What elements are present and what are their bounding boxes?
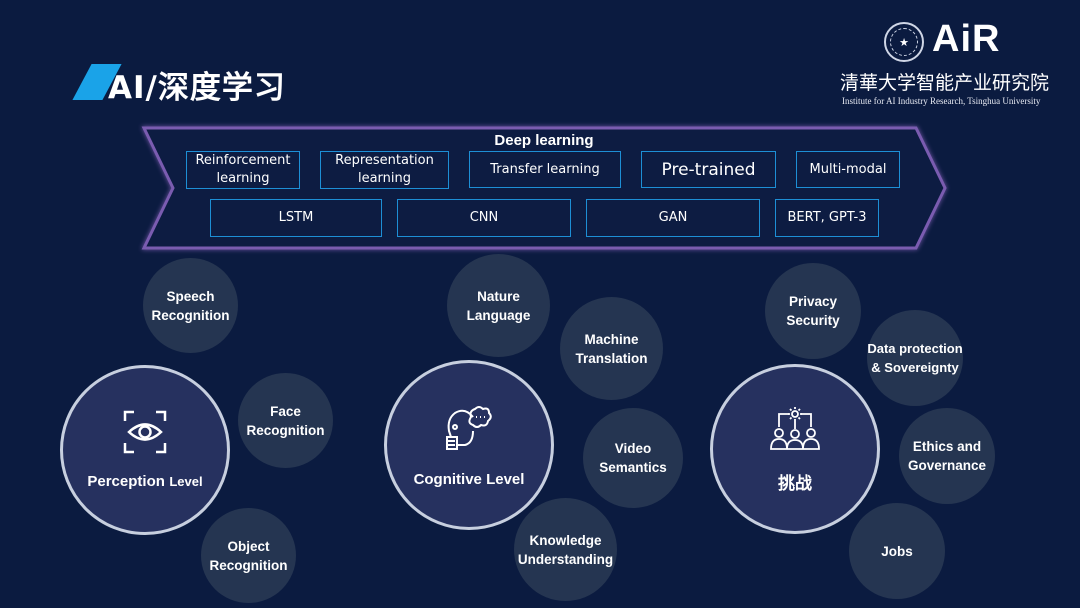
banner-chevron-outline [141,126,947,250]
technique-transfer-learning: Transfer learning [469,151,621,188]
satellite-privacy-security: Privacy Security [765,263,861,359]
challenge-circle: 挑战 [710,364,880,534]
institute-name-en: Institute for AI Industry Research, Tsin… [842,96,1041,106]
satellite-jobs: Jobs [849,503,945,599]
perception-label-suffix: Level [169,474,203,489]
satellite-knowledge-understanding: Knowledge Understanding [514,498,617,601]
technique-pre-trained: Pre-trained [641,151,776,188]
seal-star: ★ [890,28,918,56]
perception-level-circle: Perception Level [60,365,230,535]
model-lstm: LSTM [210,199,382,237]
satellite-video-semantics: Video Semantics [583,408,683,508]
eye-scan-icon [123,410,167,454]
deep-learning-title: Deep learning [494,132,594,149]
technique-multi-modal: Multi-modal [796,151,900,188]
challenge-label: 挑战 [778,473,812,493]
air-logo: AiR [932,18,1001,60]
model-gan: GAN [586,199,760,237]
satellite-object-recognition: Object Recognition [201,508,296,603]
head-thought-icon [446,405,492,450]
model-bert-gpt3: BERT, GPT-3 [775,199,879,237]
team-gear-icon [770,406,820,450]
technique-reinforcement-learning: Reinforcement learning [186,151,300,189]
satellite-machine-translation: Machine Translation [560,297,663,400]
satellite-ethics-governance: Ethics and Governance [899,408,995,504]
cognitive-label: Cognitive Level [413,470,525,488]
cognitive-level-circle: Cognitive Level [384,360,554,530]
technique-representation-learning: Representation learning [320,151,449,189]
page-title: AI/深度学习 [108,70,286,106]
institute-name-cn: 清華大学智能产业研究院 [840,72,1050,94]
tsinghua-seal-icon: ★ [884,22,924,62]
perception-label: Perception [87,473,165,490]
satellite-face-recognition: Face Recognition [238,373,333,468]
model-cnn: CNN [397,199,571,237]
satellite-speech-recognition: Speech Recognition [143,258,238,353]
satellite-nature-language: Nature Language [447,254,550,357]
satellite-data-protection: Data protection & Sovereignty [867,310,963,406]
